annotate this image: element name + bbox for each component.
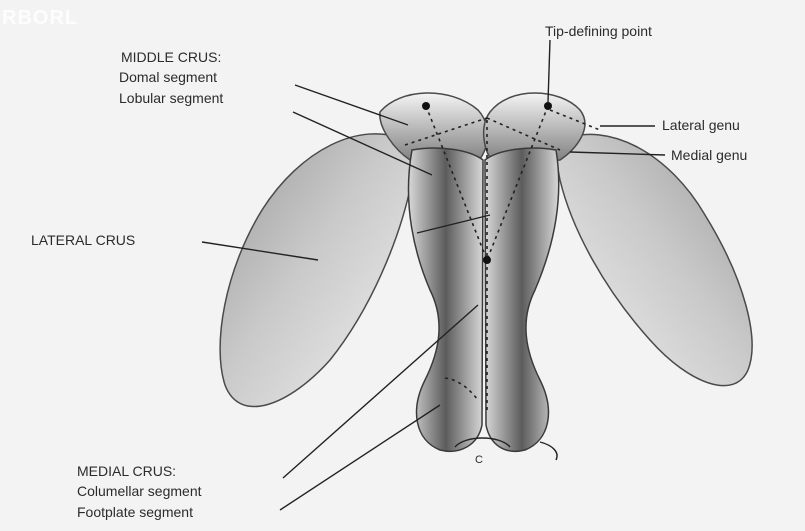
label-point-c: C [475, 454, 483, 466]
watermark-text: RBORL [2, 7, 78, 29]
label-medial-genu: Medial genu [671, 147, 747, 163]
leader-footplate-segment [280, 405, 440, 510]
label-footplate-segment: Footplate segment [77, 504, 193, 520]
label-lobular-segment: Lobular segment [119, 90, 223, 106]
label-columellar-segment: Columellar segment [77, 483, 202, 499]
center-point-dot [483, 256, 491, 264]
tip-defining-point-left-dot [422, 102, 430, 110]
left-medial-crus-shape [408, 148, 483, 451]
tip-defining-point-right-dot [544, 102, 552, 110]
leader-tip-defining-point [548, 40, 550, 102]
footplate-flare-right [540, 442, 557, 460]
left-lateral-crus-shape [220, 134, 413, 407]
label-tip-defining-point: Tip-defining point [545, 23, 652, 39]
right-medial-crus-shape [485, 148, 559, 451]
label-lateral-crus: LATERAL CRUS [31, 232, 135, 248]
right-lateral-crus-shape [557, 134, 752, 385]
label-dorsal-segment: Domal segment [119, 69, 217, 85]
label-medial-crus-title: MEDIAL CRUS: [77, 463, 176, 479]
label-lateral-genu: Lateral genu [662, 117, 740, 133]
label-middle-crus-title: MIDDLE CRUS: [121, 49, 221, 65]
